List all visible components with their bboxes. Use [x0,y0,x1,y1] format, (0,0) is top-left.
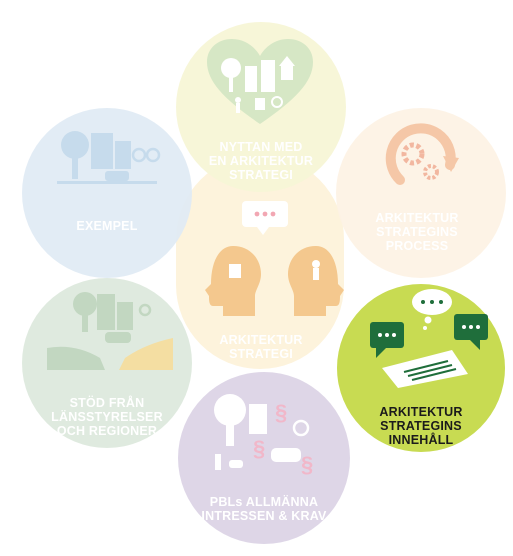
stod-label-line-2: LÄNSSTYRELSER [51,410,163,424]
pbl-label-line-2: INTRESSEN & KRAV [201,509,327,523]
head-right-icon [288,246,344,316]
exempel-label-line-1: EXEMPEL [76,219,138,233]
center-label-line-2: STRATEGI [229,347,293,361]
hands-city-icon [47,292,173,370]
svg-text:§: § [275,400,287,425]
pbl-label-line-1: PBLs ALLMÄNNA [209,495,319,509]
process-label-line-1: ARKITEKTUR [375,211,459,225]
head-left-icon [205,246,261,316]
nyttan-label-line-1: NYTTAN MED [219,140,303,154]
nyttan-label-line-3: STRATEGI [229,168,293,182]
segment-pbl[interactable] [178,372,350,544]
process-label-line-2: STRATEGINS [376,225,458,239]
innehall-label-line-1: ARKITEKTUR [379,405,463,419]
stod-label: STÖD FRÅN LÄNSSTYRELSER OCH REGIONER [42,396,172,438]
exempel-label: EXEMPEL [52,219,162,233]
heart-city-icon [207,39,313,124]
nyttan-label: NYTTAN MED EN ARKITEKTUR STRATEGI [196,140,326,182]
stod-label-line-3: OCH REGIONER [56,424,158,438]
paragraph-city-icon: § § § [214,394,313,477]
process-label: ARKITEKTUR STRATEGINS PROCESS [362,211,472,253]
innehall-label-line-3: INNEHÅLL [388,433,454,447]
process-label-line-3: PROCESS [385,239,449,253]
speech-bubble-icon [242,201,288,235]
innehall-label-line-2: STRATEGINS [380,419,462,433]
pbl-label: PBLs ALLMÄNNA INTRESSEN & KRAV [199,495,329,523]
segment-process[interactable] [336,108,506,278]
nyttan-label-line-2: EN ARKITEKTUR [208,154,314,168]
process-cycle-icon [385,123,459,185]
svg-text:§: § [301,452,313,477]
center-label: ARKITEKTUR STRATEGI [206,333,316,361]
city-example-icon [57,131,161,184]
innehall-label: ARKITEKTUR STRATEGINS INNEHÅLL [366,405,476,447]
center-label-line-1: ARKITEKTUR [219,333,303,347]
svg-text:§: § [253,436,265,461]
discussion-document-icon [370,289,488,388]
stod-label-line-1: STÖD FRÅN [69,396,145,410]
